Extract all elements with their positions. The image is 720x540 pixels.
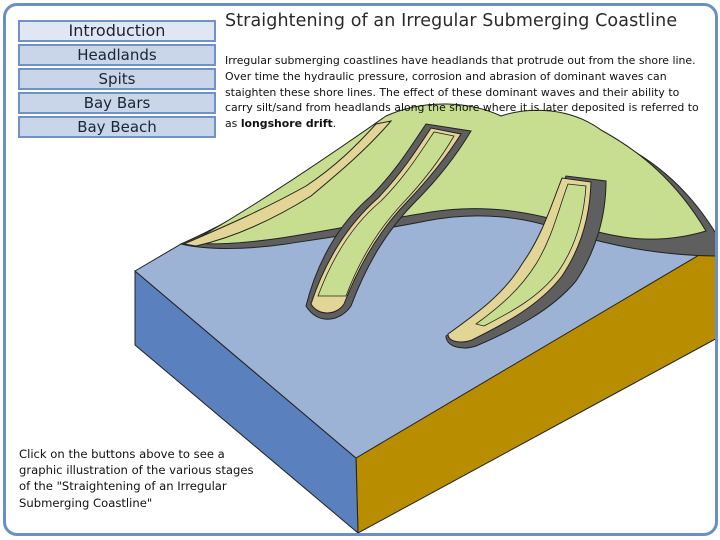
coastline-diagram bbox=[134, 103, 715, 533]
intro-body: Irregular submerging coastlines have hea… bbox=[225, 54, 699, 131]
instructions-text: Click on the buttons above to see a grap… bbox=[19, 447, 254, 510]
intro-term: longshore drift bbox=[240, 117, 333, 131]
stage-nav: Introduction Headlands Spits Bay Bars Ba… bbox=[18, 20, 216, 140]
page-title: Straightening of an Irregular Submerging… bbox=[225, 11, 678, 31]
nav-button-bay-bars[interactable]: Bay Bars bbox=[18, 92, 216, 114]
intro-end: . bbox=[332, 117, 337, 131]
nav-button-headlands[interactable]: Headlands bbox=[18, 44, 216, 66]
right-headland-land bbox=[475, 183, 587, 327]
far-left-beach bbox=[182, 120, 393, 247]
nav-button-bay-beach[interactable]: Bay Beach bbox=[18, 116, 216, 138]
left-headland-land bbox=[317, 131, 455, 297]
app-frame: Introduction Headlands Spits Bay Bars Ba… bbox=[3, 3, 718, 536]
nav-button-spits[interactable]: Spits bbox=[18, 68, 216, 90]
nav-button-introduction[interactable]: Introduction bbox=[18, 20, 216, 42]
intro-text: Irregular submerging coastlines have hea… bbox=[225, 53, 707, 132]
right-headland-beach bbox=[447, 177, 592, 343]
